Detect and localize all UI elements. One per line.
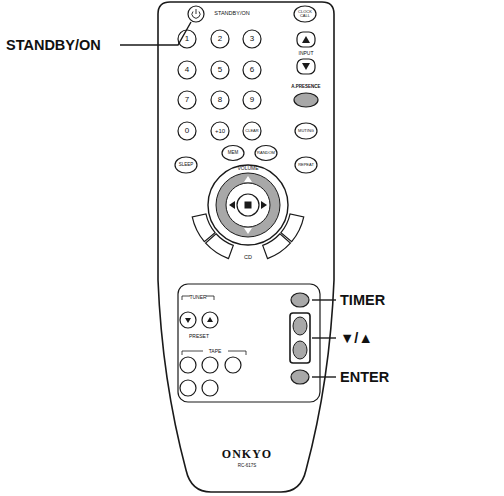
button-label: ONKYO — [222, 448, 272, 460]
number-button — [178, 91, 196, 109]
button-label: 4 — [185, 66, 189, 74]
button-label: TAPE — [209, 349, 222, 354]
button-label: RC-617S — [238, 464, 257, 469]
button-label: VOLUME — [237, 166, 258, 171]
timer-button — [291, 293, 309, 307]
number-button — [243, 30, 261, 48]
callout-label: ENTER — [340, 370, 389, 385]
random-button — [255, 146, 277, 161]
tuner-up — [207, 317, 213, 322]
input-down-button — [297, 59, 315, 74]
power-icon — [192, 9, 200, 18]
volume-pad — [208, 165, 288, 245]
button-label: CLOCK CALL — [295, 10, 315, 18]
up-button — [293, 317, 307, 335]
mem-button — [222, 146, 244, 161]
leader-line — [120, 22, 191, 45]
number-button — [178, 122, 196, 140]
button-label: 3 — [250, 35, 254, 43]
button-label: A.PRESENCE — [291, 85, 320, 90]
cd-play — [261, 201, 267, 209]
volume-ring — [216, 173, 280, 237]
button-label: 7 — [185, 96, 189, 104]
presence-button — [294, 93, 318, 107]
down-button — [293, 341, 307, 359]
button-label: MUTING — [298, 129, 314, 133]
button-label: 6 — [250, 66, 254, 74]
tape-button — [180, 357, 196, 373]
cd-back — [229, 201, 235, 209]
repeat-button — [295, 157, 317, 173]
number-button — [211, 122, 229, 140]
input-up-button — [297, 32, 315, 47]
number-button — [243, 122, 261, 140]
number-button — [243, 61, 261, 79]
number-button — [178, 61, 196, 79]
updown-frame — [290, 313, 310, 363]
button-label: REPEAT — [298, 163, 314, 167]
remote-body — [158, 2, 334, 492]
tape-button — [202, 357, 218, 373]
lower-panel — [178, 284, 320, 402]
button-label: CD — [244, 255, 252, 261]
clock-call-button — [294, 6, 316, 22]
number-button — [243, 91, 261, 109]
cd-ring — [226, 183, 270, 227]
tape-button — [225, 357, 241, 373]
button-label: INPUT — [299, 51, 314, 56]
number-button — [211, 30, 229, 48]
power-button — [188, 6, 204, 22]
button-label: CLEAR — [245, 129, 258, 133]
button-label: 0 — [185, 127, 189, 135]
enter-button — [291, 370, 309, 384]
button-label: 2 — [218, 35, 222, 43]
callout-label: STANDBY/ON — [6, 38, 101, 53]
leader-line — [312, 299, 336, 300]
button-label: 5 — [218, 66, 222, 74]
button-label: TUNER — [189, 295, 206, 300]
leader-line — [312, 376, 336, 377]
button-label: RANDOM — [257, 151, 275, 155]
number-button — [211, 91, 229, 109]
callout-label: TIMER — [340, 293, 385, 308]
tuner-down — [185, 318, 191, 323]
button-label: 8 — [218, 96, 222, 104]
number-button — [211, 61, 229, 79]
tape-button — [180, 380, 196, 396]
volume-up — [244, 176, 252, 182]
down-triangle — [302, 63, 310, 70]
stop-button — [237, 194, 259, 216]
tuner-button — [180, 312, 196, 328]
leader-line — [312, 337, 336, 338]
button-label: MEM — [228, 151, 239, 156]
callout-label: ▼/▲ — [340, 331, 373, 346]
button-label: PRESET — [189, 334, 209, 339]
up-triangle — [302, 36, 310, 43]
button-label: 9 — [250, 96, 254, 104]
muting-button — [295, 123, 317, 139]
button-label: +10 — [215, 128, 225, 134]
button-label: 1 — [185, 35, 189, 43]
tape-button — [202, 380, 218, 396]
button-label: STANDBY/ON — [214, 11, 249, 17]
tuner-button — [202, 312, 218, 328]
button-label: SLEEP — [179, 163, 194, 168]
stop-icon — [245, 202, 252, 209]
volume-down — [244, 228, 252, 234]
sleep-button — [175, 157, 197, 173]
